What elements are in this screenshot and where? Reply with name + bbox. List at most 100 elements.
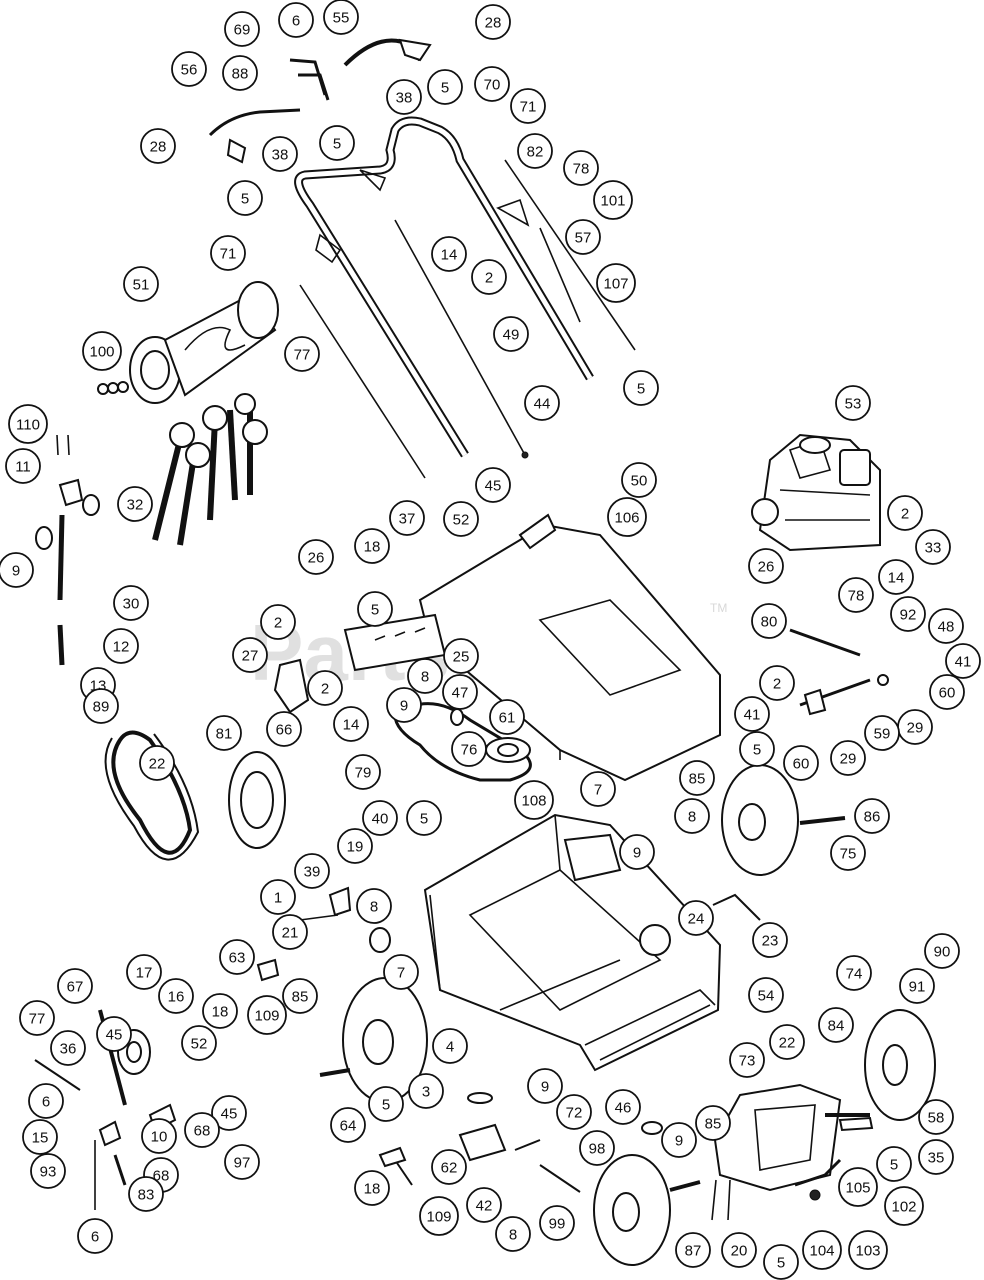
callout-circle: [928, 608, 964, 644]
callout-number: 36: [60, 1041, 77, 1058]
callout-number: 25: [453, 649, 470, 666]
callout-circle: [432, 1028, 468, 1064]
frame: [423, 813, 722, 1072]
callout-36: 36: [50, 1030, 86, 1066]
callout-74: 74: [836, 955, 872, 991]
callout-number: 41: [744, 707, 761, 724]
callout-circle: [836, 955, 872, 991]
callout-circle: [345, 754, 381, 790]
callout-33: 33: [915, 529, 951, 565]
callout-number: 82: [527, 144, 544, 161]
callout-21: 21: [272, 914, 308, 950]
callout-number: 2: [773, 676, 781, 693]
callout-circle: [818, 1007, 854, 1043]
callout-number: 19: [347, 839, 364, 856]
callout-59: 59: [864, 715, 900, 751]
callout-circle: [830, 835, 866, 871]
callout-5: 5: [227, 180, 263, 216]
callout-number: 8: [688, 809, 696, 826]
transmission: [711, 1083, 874, 1221]
callout-circle: [748, 977, 784, 1013]
callout-circle: [759, 665, 795, 701]
callout-number: 85: [292, 989, 309, 1006]
callout-39: 39: [294, 853, 330, 889]
callout-number: 52: [453, 512, 470, 529]
watermark-tm: TM: [710, 601, 727, 615]
callout-circle: [580, 771, 616, 807]
callout-circle: [389, 500, 425, 536]
callout-number: 44: [534, 396, 551, 413]
callout-61: 61: [489, 699, 525, 735]
callout-number: 38: [396, 90, 413, 107]
callout-number: 37: [399, 511, 416, 528]
callout-14: 14: [333, 706, 369, 742]
callout-number: 70: [484, 77, 501, 94]
callout-88: 88: [222, 55, 258, 91]
callout-5: 5: [357, 591, 393, 627]
callout-circle: [678, 900, 714, 936]
callout-circle: [103, 628, 139, 664]
callout-number: 66: [276, 722, 293, 739]
callout-47: 47: [442, 674, 478, 710]
callout-number: 45: [221, 1106, 238, 1123]
callout-3: 3: [408, 1073, 444, 1109]
callout-19: 19: [337, 828, 373, 864]
callout-54: 54: [748, 977, 784, 1013]
callout-9: 9: [0, 552, 34, 588]
callout-circle: [28, 1083, 64, 1119]
callout-circle: [5, 448, 41, 484]
callout-58: 58: [918, 1099, 954, 1135]
callout-circle: [113, 585, 149, 621]
callout-number: 28: [485, 15, 502, 32]
reel-assembly: [97, 281, 279, 404]
callout-45: 45: [211, 1095, 247, 1131]
callout-85: 85: [679, 760, 715, 796]
callout-circle: [8, 404, 48, 444]
callout-circle: [890, 596, 926, 632]
callout-circle: [495, 1216, 531, 1252]
callout-circle: [556, 1094, 592, 1130]
callout-number: 110: [16, 417, 40, 434]
callout-circle: [443, 501, 479, 537]
callout-circle: [171, 51, 207, 87]
callout-6: 6: [278, 2, 314, 38]
callout-number: 56: [181, 62, 198, 79]
callout-circle: [739, 731, 775, 767]
callout-circle: [222, 55, 258, 91]
callout-14: 14: [878, 559, 914, 595]
callout-100: 100: [82, 331, 122, 371]
callout-number: 9: [541, 1079, 549, 1096]
callout-number: 40: [372, 811, 389, 828]
callout-circle: [22, 1119, 58, 1155]
callout-number: 9: [675, 1133, 683, 1150]
callout-8: 8: [407, 658, 443, 694]
callout-circle: [0, 552, 34, 588]
callout-60: 60: [929, 674, 965, 710]
callout-82: 82: [517, 133, 553, 169]
callout-63: 63: [219, 939, 255, 975]
callout-number: 18: [212, 1004, 229, 1021]
callout-circle: [284, 336, 320, 372]
callout-number: 27: [242, 648, 259, 665]
callout-number: 91: [909, 979, 926, 996]
callout-circle: [802, 1230, 842, 1270]
callout-number: 86: [864, 809, 881, 826]
callout-number: 20: [731, 1243, 748, 1260]
callout-number: 77: [294, 347, 311, 364]
callout-17: 17: [126, 954, 162, 990]
callout-84: 84: [818, 1007, 854, 1043]
callout-number: 77: [29, 1011, 46, 1028]
callout-circle: [830, 740, 866, 776]
callout-6: 6: [28, 1083, 64, 1119]
callout-number: 22: [779, 1035, 796, 1052]
callout-38: 38: [386, 79, 422, 115]
callout-8: 8: [674, 798, 710, 834]
callout-number: 49: [503, 327, 520, 344]
callout-circle: [475, 467, 511, 503]
callout-circle: [206, 715, 242, 751]
callout-circle: [838, 1167, 878, 1207]
callout-circle: [227, 180, 263, 216]
callout-circle: [82, 331, 122, 371]
callout-circle: [260, 879, 296, 915]
callout-29: 29: [830, 740, 866, 776]
